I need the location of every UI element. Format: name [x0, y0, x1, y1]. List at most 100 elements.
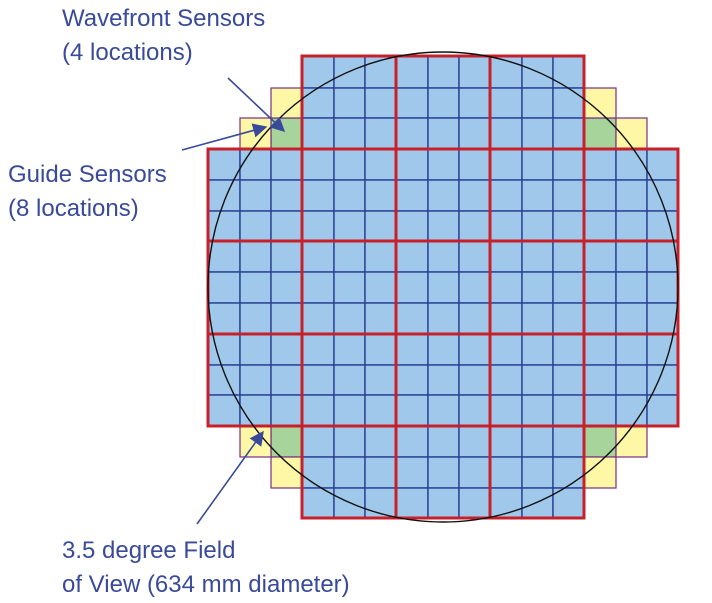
- science-ccd: [615, 302, 648, 335]
- science-ccd: [427, 210, 460, 242]
- science-ccd: [458, 425, 491, 458]
- science-ccd: [427, 179, 460, 212]
- science-ccd: [583, 364, 617, 396]
- science-ccd: [521, 210, 554, 242]
- science-ccd: [364, 148, 397, 181]
- science-ccd: [364, 425, 397, 458]
- science-ccd: [427, 117, 460, 150]
- science-ccd: [427, 302, 460, 335]
- science-ccd: [646, 302, 679, 335]
- science-ccd: [458, 302, 491, 335]
- science-ccd: [395, 333, 429, 366]
- science-ccd: [615, 364, 648, 396]
- science-ccd: [333, 425, 366, 458]
- science-ccd: [552, 333, 585, 366]
- science-ccd: [552, 456, 585, 489]
- science-ccd: [521, 456, 554, 489]
- science-ccd: [489, 117, 523, 150]
- science-ccd: [333, 271, 366, 304]
- science-ccd: [364, 302, 397, 335]
- science-ccd: [583, 333, 617, 366]
- science-ccd: [301, 302, 335, 335]
- science-ccd: [458, 117, 491, 150]
- science-ccd: [521, 487, 554, 519]
- science-ccd: [301, 364, 335, 396]
- science-ccd: [239, 364, 272, 396]
- science-ccd: [239, 333, 272, 366]
- science-ccd: [646, 179, 679, 212]
- science-ccd: [364, 240, 397, 273]
- science-ccd: [333, 394, 366, 427]
- science-ccd: [615, 148, 648, 181]
- guide-sensor-8: [615, 425, 648, 458]
- science-ccd: [333, 148, 366, 181]
- science-ccd: [489, 364, 523, 396]
- science-ccd: [364, 210, 397, 242]
- science-ccd: [489, 425, 523, 458]
- science-ccd: [301, 148, 335, 181]
- science-ccd: [427, 333, 460, 366]
- science-raft: [488, 424, 586, 520]
- science-ccd: [489, 456, 523, 489]
- science-ccd: [458, 148, 491, 181]
- science-ccd: [395, 87, 429, 119]
- science-ccd: [583, 302, 617, 335]
- science-ccd: [395, 240, 429, 273]
- science-ccd: [552, 148, 585, 181]
- science-ccd: [458, 394, 491, 427]
- science-ccd: [333, 302, 366, 335]
- science-ccd: [301, 456, 335, 489]
- science-ccd: [552, 394, 585, 427]
- science-raft: [582, 332, 680, 428]
- fov-arrow: [196, 430, 264, 525]
- science-ccd: [427, 394, 460, 427]
- science-ccd: [552, 210, 585, 242]
- science-ccd: [521, 302, 554, 335]
- science-ccd: [489, 179, 523, 212]
- science-raft-borders: [206, 54, 680, 520]
- science-ccd: [521, 425, 554, 458]
- guide-sensor-4: [615, 117, 648, 150]
- science-ccd: [489, 394, 523, 427]
- science-ccd: [583, 240, 617, 273]
- science-ccd: [207, 271, 241, 304]
- science-ccd: [489, 55, 523, 89]
- field-of-view-label-line1: 3.5 degree Field: [62, 537, 236, 564]
- science-ccd: [615, 240, 648, 273]
- science-ccd: [458, 271, 491, 304]
- wavefront-sensors-label-line2: (4 locations): [62, 39, 193, 66]
- guide-arrow: [181, 123, 268, 151]
- science-ccd: [239, 302, 272, 335]
- science-ccd: [364, 271, 397, 304]
- science-ccd: [207, 333, 241, 366]
- science-ccd: [395, 271, 429, 304]
- science-ccd: [427, 456, 460, 489]
- science-ccd: [364, 87, 397, 119]
- science-ccd: [301, 179, 335, 212]
- science-ccd: [552, 179, 585, 212]
- science-ccd: [395, 55, 429, 89]
- science-ccd: [552, 240, 585, 273]
- wavefront-sensors-label-line1: Wavefront Sensors: [62, 5, 266, 32]
- science-ccd: [615, 271, 648, 304]
- science-ccd: [583, 148, 617, 181]
- science-ccd: [458, 55, 491, 89]
- science-ccd: [395, 148, 429, 181]
- science-ccd: [521, 364, 554, 396]
- science-ccd: [395, 179, 429, 212]
- science-ccd: [427, 425, 460, 458]
- science-ccd: [458, 333, 491, 366]
- science-ccd: [270, 240, 303, 273]
- science-ccd: [270, 333, 303, 366]
- science-ccd: [458, 210, 491, 242]
- science-ccd-grid: [207, 55, 679, 519]
- science-ccd: [427, 487, 460, 519]
- science-ccd: [333, 210, 366, 242]
- science-ccd: [615, 333, 648, 366]
- science-ccd: [521, 394, 554, 427]
- science-ccd: [646, 240, 679, 273]
- science-ccd: [301, 425, 335, 458]
- science-ccd: [239, 271, 272, 304]
- science-ccd: [207, 179, 241, 212]
